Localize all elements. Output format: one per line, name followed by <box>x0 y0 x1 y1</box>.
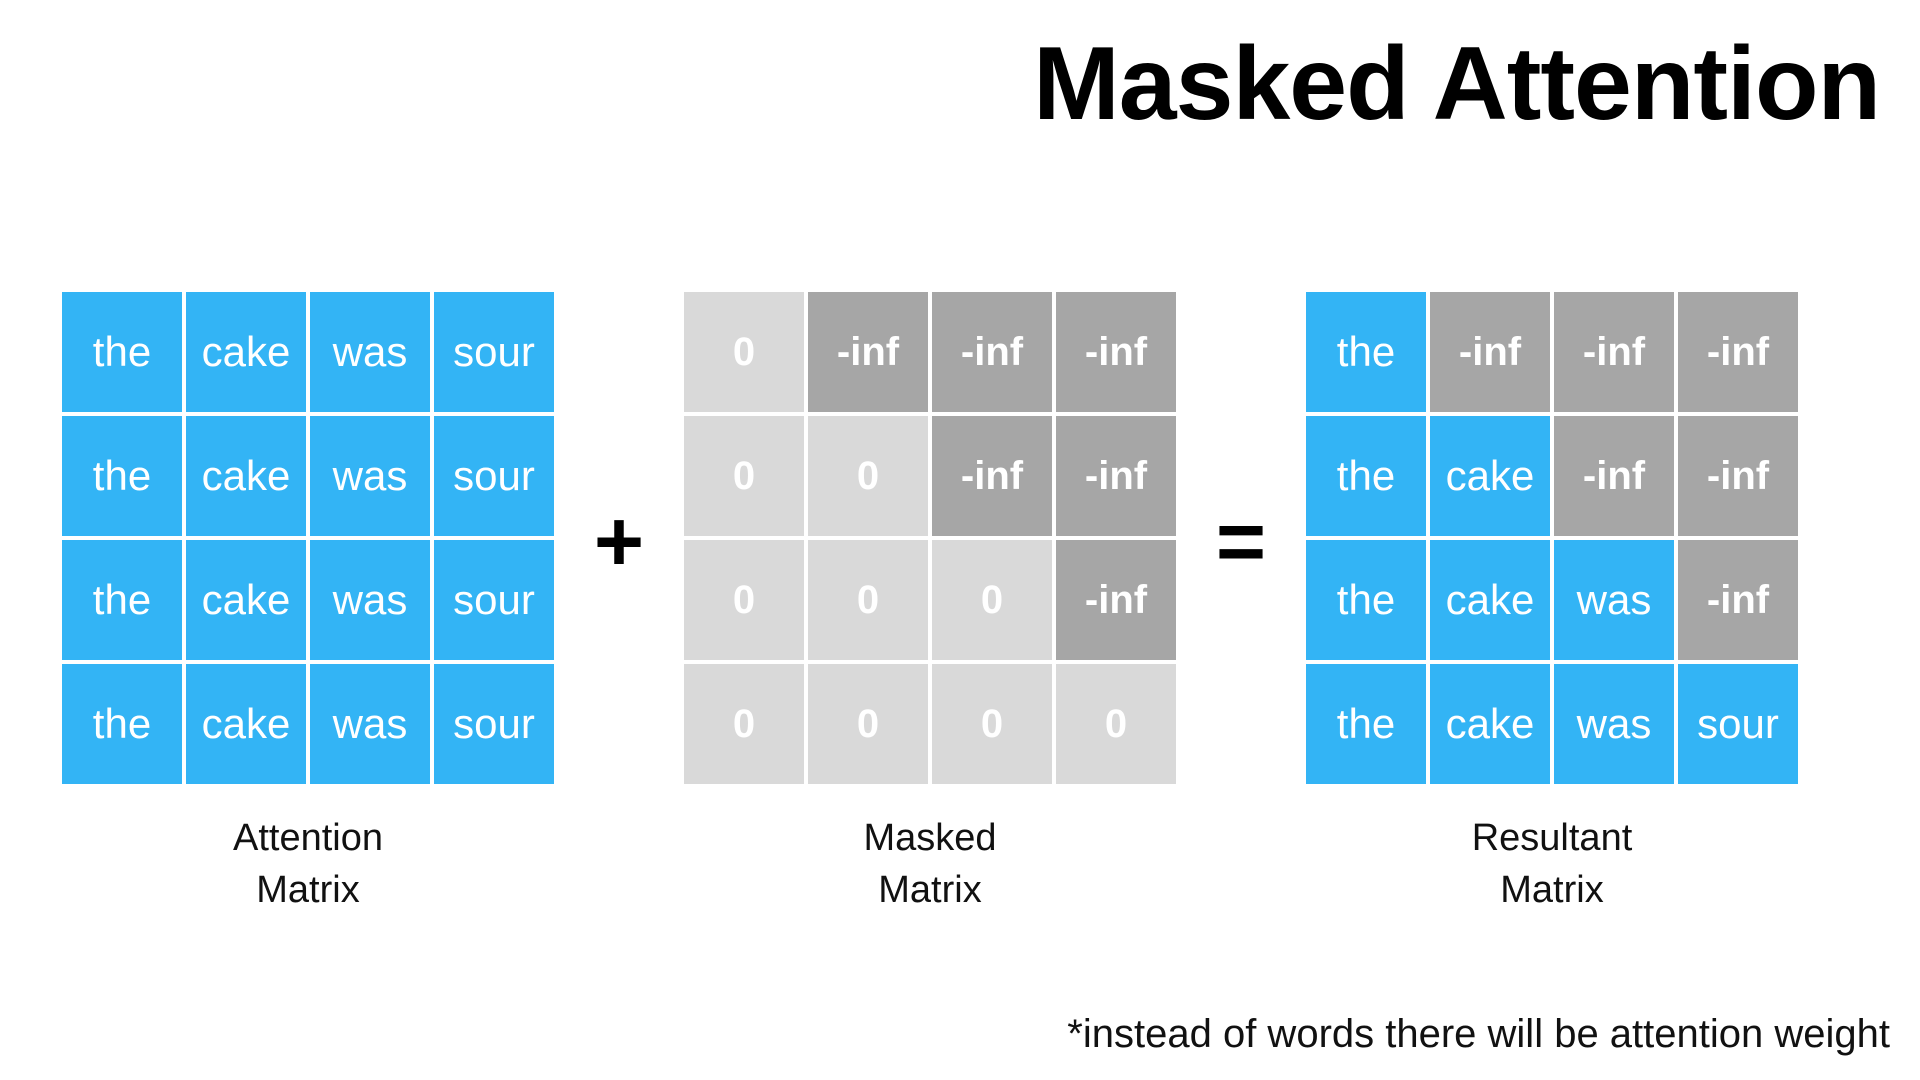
matrix-cell: was <box>310 540 430 660</box>
matrix-cell: -inf <box>808 292 928 412</box>
matrix-cell: the <box>1306 416 1426 536</box>
matrix-cell: -inf <box>1056 416 1176 536</box>
matrix-cell: was <box>310 664 430 784</box>
caption-line-2: Matrix <box>1500 869 1604 912</box>
caption-line-2: Matrix <box>878 869 982 912</box>
matrix-cell: the <box>1306 664 1426 784</box>
matrix-cell: -inf <box>1678 292 1798 412</box>
plus-operator-icon: + <box>593 494 645 590</box>
equals-operator-icon: = <box>1215 494 1267 590</box>
matrix-cell: -inf <box>1678 540 1798 660</box>
matrix-cell: was <box>310 416 430 536</box>
matrix-cell: sour <box>1678 664 1798 784</box>
footnote-text: *instead of words there will be attentio… <box>1067 1012 1890 1056</box>
matrix-cell: was <box>1554 540 1674 660</box>
matrix-cell: sour <box>434 540 554 660</box>
matrix-cell: 0 <box>684 416 804 536</box>
matrix-cell: 0 <box>932 540 1052 660</box>
matrix-cell: 0 <box>932 664 1052 784</box>
matrix-cell: -inf <box>932 292 1052 412</box>
caption-line-2: Matrix <box>256 869 360 912</box>
caption-line-1: Masked <box>863 817 997 859</box>
matrix-cell: 0 <box>808 540 928 660</box>
matrix-cell: cake <box>1430 540 1550 660</box>
matrix-cell: was <box>310 292 430 412</box>
matrix-cell: cake <box>186 292 306 412</box>
matrix-cell: -inf <box>1678 416 1798 536</box>
matrix-cell: cake <box>186 664 306 784</box>
matrix-cell: 0 <box>684 292 804 412</box>
matrix-cell: the <box>1306 292 1426 412</box>
matrix-cell: the <box>62 416 182 536</box>
matrix-cell: sour <box>434 292 554 412</box>
matrix-cell: -inf <box>1554 416 1674 536</box>
matrix-cell: -inf <box>932 416 1052 536</box>
matrix-cell: 0 <box>1056 664 1176 784</box>
matrix-cell: 0 <box>684 664 804 784</box>
caption-line-1: Attention <box>233 817 383 859</box>
matrix-cell: was <box>1554 664 1674 784</box>
masked-matrix-caption: Masked Matrix <box>863 812 996 917</box>
matrix-cell: cake <box>186 540 306 660</box>
matrix-cell: -inf <box>1056 540 1176 660</box>
matrix-cell: -inf <box>1554 292 1674 412</box>
matrix-cell: cake <box>186 416 306 536</box>
matrix-cell: cake <box>1430 416 1550 536</box>
matrix-cell: the <box>1306 540 1426 660</box>
matrix-cell: the <box>62 664 182 784</box>
matrix-cell: 0 <box>808 416 928 536</box>
matrix-cell: 0 <box>684 540 804 660</box>
matrix-cell: the <box>62 540 182 660</box>
matrix-cell: sour <box>434 664 554 784</box>
matrix-cell: cake <box>1430 664 1550 784</box>
attention-matrix-caption: Attention Matrix <box>233 812 383 917</box>
caption-line-1: Resultant <box>1471 817 1633 859</box>
matrix-cell: the <box>62 292 182 412</box>
resultant-matrix-caption: Resultant Matrix <box>1472 812 1633 917</box>
matrix-cell: -inf <box>1430 292 1550 412</box>
matrix-cell: 0 <box>808 664 928 784</box>
matrix-cell: sour <box>434 416 554 536</box>
matrix-cell: -inf <box>1056 292 1176 412</box>
page-title: Masked Attention <box>1033 26 1881 142</box>
